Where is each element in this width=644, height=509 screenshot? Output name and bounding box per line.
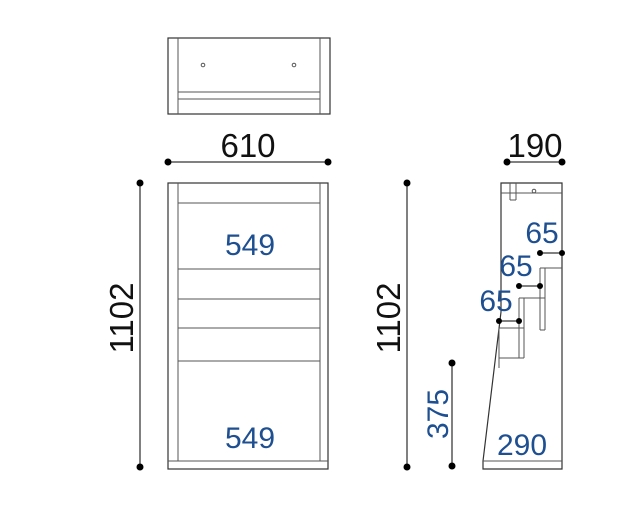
depth-label: 190 [507, 127, 562, 164]
top-view [167, 37, 331, 115]
front-lower-width-label: 549 [225, 422, 275, 455]
side-height-label: 1102 [370, 283, 407, 354]
front-view-outline [167, 182, 329, 470]
shelf-2-depth-label: 65 [499, 250, 532, 283]
lower-height-label: 375 [422, 389, 455, 439]
depth-dimension: 190 [503, 127, 566, 166]
top-view-outline [167, 37, 331, 115]
front-view: 549 549 [167, 182, 329, 470]
mounting-hole-left [200, 62, 206, 68]
shelf-dimension-2: 65 [499, 250, 543, 289]
front-height-label: 1102 [103, 283, 140, 354]
shelf-dimension-3: 65 [479, 285, 522, 324]
lower-height-dimension: 375 [422, 359, 456, 470]
side-height-dimension: 1102 [370, 179, 411, 471]
shelf-1-depth-label: 65 [525, 217, 558, 250]
width-dimension: 610 [164, 127, 332, 166]
shelf-3-depth-label: 65 [479, 285, 512, 318]
front-height-dimension: 1102 [103, 179, 144, 471]
mounting-hole-right [291, 62, 297, 68]
width-label: 610 [220, 127, 275, 164]
side-view: 290 [482, 182, 563, 470]
front-upper-width-label: 549 [225, 229, 275, 262]
shelf-dimension-1: 65 [525, 217, 565, 256]
base-depth-label: 290 [497, 429, 547, 462]
side-view-outline [482, 182, 563, 470]
